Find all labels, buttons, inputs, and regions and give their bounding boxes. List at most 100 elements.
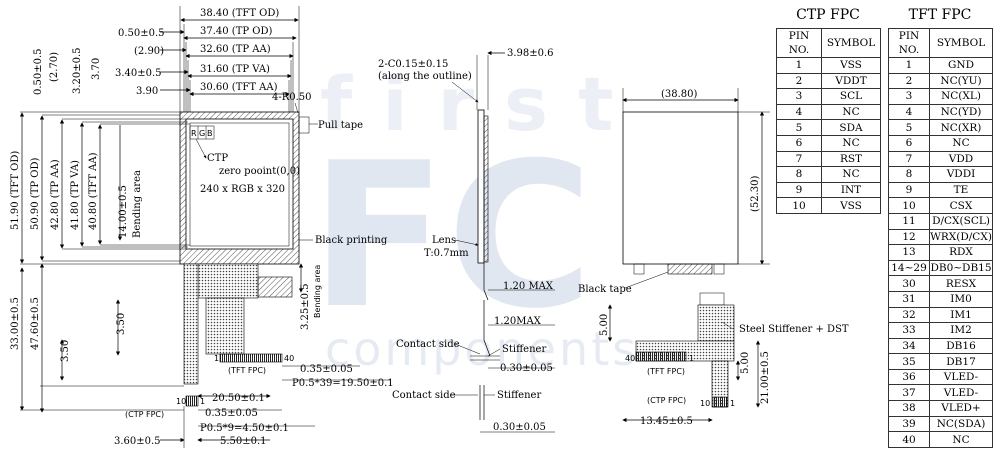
pin-number-cell: 36 [888, 368, 930, 386]
rgb-b: B [207, 129, 213, 138]
view-area [189, 122, 290, 247]
dim-v-270: (2.70) [49, 52, 60, 82]
ctp-header-pin: PIN NO. [776, 28, 822, 58]
pin-symbol-cell: RDX [929, 244, 993, 261]
pin-number-cell: 2 [888, 72, 930, 90]
stiffener-a-label: Stiffener [502, 344, 546, 355]
tft-header-pin: PIN NO. [888, 28, 930, 58]
back-pin-1b: 1 [730, 399, 735, 408]
dim-tp-od: 37.40 (TP OD) [200, 26, 273, 37]
pin-symbol-cell: VDDI [929, 166, 993, 183]
pin-1-ctp: 1 [200, 397, 205, 406]
back-pin-10: 10 [700, 399, 710, 408]
pin-symbol-cell: VLED+ [929, 400, 993, 417]
tft-fpc-tail [205, 297, 245, 355]
pin-number-cell: 11 [888, 212, 930, 230]
side-panel [483, 115, 489, 263]
dim-030-b: 0.30±0.05 [493, 422, 546, 433]
fpc-bending-label: Bending area [313, 265, 322, 318]
pin-40-tft: 40 [284, 354, 294, 363]
pin-number-cell: 10 [776, 197, 822, 214]
pin-number-cell: 3 [776, 88, 822, 105]
pin-symbol-cell: NC(YD) [929, 103, 993, 121]
side-lens [477, 109, 485, 264]
pin-symbol-cell: GND [929, 57, 993, 74]
pin-symbol-cell: VSS [821, 57, 881, 74]
back-view: (38.80) (52.30) Black tape Steel Stiffen… [578, 88, 849, 427]
lens-label: Lens [432, 235, 456, 246]
chamfer-label: 2-C0.15±0.15 [378, 59, 448, 70]
pin-symbol-cell: TE [929, 181, 993, 199]
back-pin-40: 40 [625, 354, 635, 363]
pin-symbol-cell: VDDT [821, 72, 881, 90]
pin-number-cell: 4 [888, 103, 930, 121]
pin-number-cell: 1 [776, 57, 822, 74]
dim-325: 3.25±0.5 [300, 283, 311, 330]
pin-number-cell: 12 [888, 228, 930, 246]
pin-symbol-cell: VDD [929, 150, 993, 168]
pin-number-cell: 7 [888, 150, 930, 168]
pin-number-cell: 31 [888, 290, 930, 308]
thickness-dim: 3.98±0.6 [507, 48, 554, 59]
pin-number-cell: 9 [888, 181, 930, 199]
zero-point-label: zero pooint(0,0) [219, 166, 300, 177]
pin-symbol-cell: WRX(D/CX) [929, 228, 993, 246]
back-ctp-fpc-label: (CTP FPC) [647, 396, 686, 405]
pin-number-cell: 4 [776, 103, 822, 121]
pin-symbol-cell: NC [929, 134, 993, 152]
dim-v-tft-aa: 40.80 (TFT AA) [88, 152, 99, 230]
max-a-label: 1.20 MAX [503, 281, 554, 292]
pin-number-cell: 10 [888, 197, 930, 214]
radius-label: 4-R0.50 [272, 92, 312, 103]
front-view: R G B CTP zero pooint(0,0) 240 x RGB x 3… [10, 6, 394, 448]
pin-1-tft: 1 [214, 354, 219, 363]
pin-symbol-cell: INT [821, 181, 881, 199]
tft-fpc-pins [219, 353, 283, 363]
pin-number-cell: 40 [888, 431, 930, 448]
pin-symbol-cell: DB0~DB15 [929, 259, 993, 277]
black-tape-strip [667, 263, 713, 275]
dim-v-050: 0.50±0.5 [33, 48, 44, 95]
dim-tp-aa: 32.60 (TP AA) [200, 44, 271, 55]
dim-390: 3.90 [136, 86, 158, 97]
pin-symbol-cell: VSS [821, 197, 881, 214]
watermark-fc: FC [310, 120, 593, 353]
back-pin-1: 1 [689, 354, 694, 363]
pin-symbol-cell: RESX [929, 275, 993, 292]
chamfer-note: (along the outline) [378, 71, 472, 82]
dim-bending: 14.00±0.5 [118, 185, 129, 238]
black-tape-label: Black tape [578, 284, 632, 295]
ctp-pitch-a: 0.35±0.05 [205, 408, 258, 419]
back-width: (38.80) [661, 89, 698, 100]
back-panel [622, 111, 739, 265]
pin-symbol-cell: RST [821, 150, 881, 168]
rgb-g: G [199, 129, 205, 138]
pin-number-cell: 34 [888, 337, 930, 355]
tft-fpc-bend [197, 263, 259, 299]
tft-header-symbol: SYMBOL [929, 28, 993, 58]
pin-symbol-cell: SCL [821, 88, 881, 105]
pull-tape-label: Pull tape [318, 120, 363, 131]
dim-v-tp-od: 50.90 (TP OD) [30, 157, 41, 230]
tft-fpc-tab [257, 276, 293, 298]
pin-number-cell: 13 [888, 244, 930, 261]
pin-symbol-cell: NC [821, 103, 881, 121]
back-bottom-dim: 13.45±0.5 [640, 416, 693, 427]
